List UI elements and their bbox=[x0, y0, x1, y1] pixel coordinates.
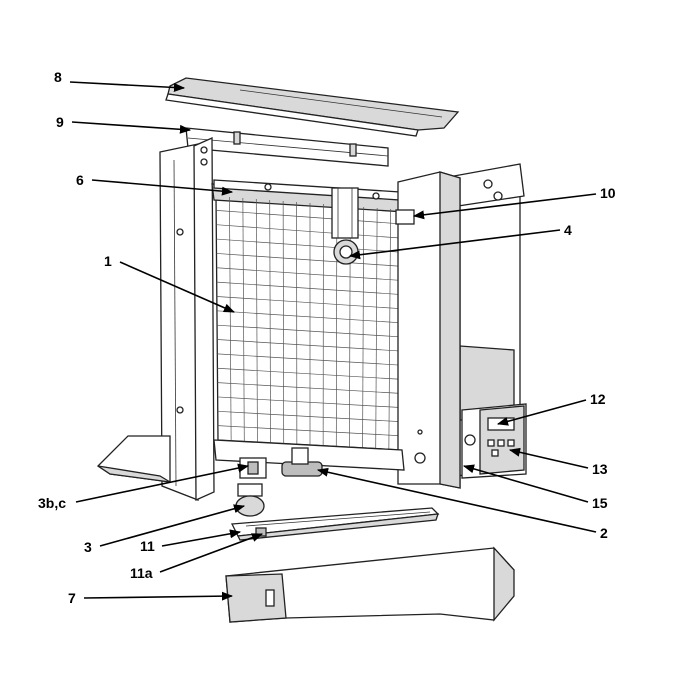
part-bin-drawer bbox=[225, 546, 515, 623]
leader-6 bbox=[91, 179, 234, 196]
leader-9 bbox=[71, 121, 192, 134]
leader-2 bbox=[316, 467, 597, 533]
callout-labels: 8 9 6 10 4 1 12 13 15 3b,c 2 3 11 11a 7 bbox=[38, 69, 616, 606]
callout-12: 12 bbox=[590, 391, 606, 407]
leader-10 bbox=[412, 193, 597, 220]
part-rear-rail bbox=[185, 127, 389, 167]
callout-4: 4 bbox=[564, 222, 572, 238]
callout-8: 8 bbox=[54, 69, 62, 85]
part-pump-fitting bbox=[235, 457, 267, 517]
callout-11: 11 bbox=[140, 538, 155, 554]
callout-11a: 11a bbox=[130, 565, 153, 581]
callout-7: 7 bbox=[68, 590, 76, 606]
part-evaporator-grid bbox=[211, 183, 407, 451]
leader-11 bbox=[161, 529, 242, 547]
leader-12 bbox=[496, 399, 587, 426]
part-top-cover bbox=[165, 77, 460, 137]
callout-10: 10 bbox=[600, 185, 616, 201]
leader-11a bbox=[159, 533, 264, 573]
base-plate bbox=[96, 435, 171, 483]
part-sensor-assembly bbox=[331, 187, 359, 265]
leader-15 bbox=[462, 464, 589, 503]
callout-1: 1 bbox=[104, 253, 112, 269]
leader-13 bbox=[508, 447, 589, 469]
evaporator-grid-lines bbox=[216, 196, 404, 450]
leader-1 bbox=[119, 261, 236, 313]
bottom-frame bbox=[213, 439, 405, 471]
callout-2: 2 bbox=[600, 525, 608, 541]
leader-3bc bbox=[75, 463, 250, 503]
callout-15: 15 bbox=[592, 495, 608, 511]
part-left-frame bbox=[159, 137, 215, 501]
callout-3bc: 3b,c bbox=[38, 495, 66, 511]
callout-13: 13 bbox=[592, 461, 608, 477]
part-trough bbox=[230, 507, 440, 541]
leader-4 bbox=[348, 229, 561, 260]
leader-8 bbox=[69, 81, 186, 92]
callout-6: 6 bbox=[76, 172, 84, 188]
callout-9: 9 bbox=[56, 114, 64, 130]
leader-7 bbox=[83, 591, 234, 601]
part-right-frame bbox=[395, 171, 461, 489]
part-control-box bbox=[461, 403, 527, 479]
leader-lines bbox=[69, 81, 597, 601]
callout-3: 3 bbox=[84, 539, 92, 555]
leader-3 bbox=[99, 504, 246, 547]
